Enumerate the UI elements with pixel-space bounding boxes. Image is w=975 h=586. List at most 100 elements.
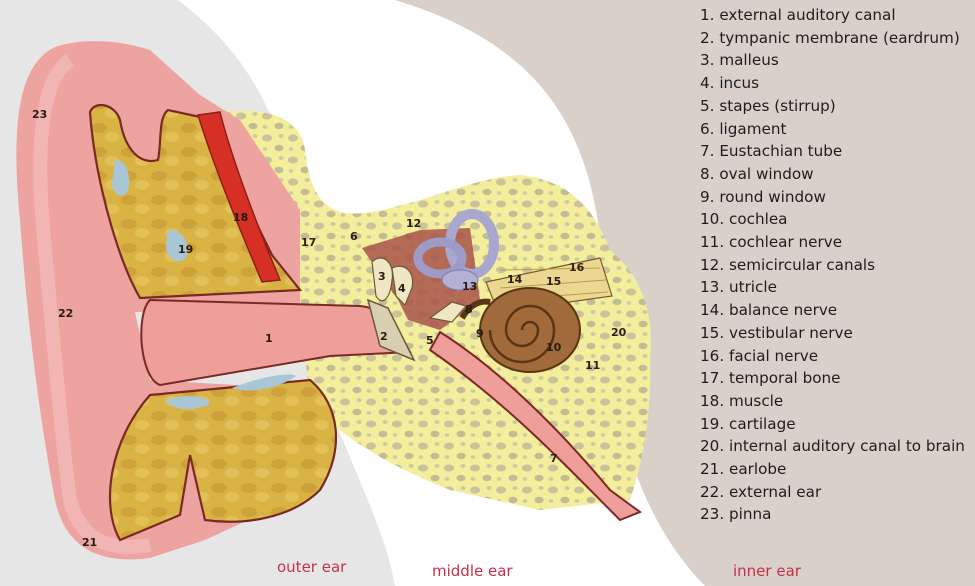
marker-13: 13 bbox=[462, 280, 477, 293]
cartilage-lower bbox=[108, 378, 338, 542]
eustachian-tube bbox=[428, 330, 643, 522]
legend-item-number: 2. bbox=[700, 28, 715, 47]
legend-item-number: 11. bbox=[700, 233, 725, 252]
marker-7: 7 bbox=[550, 452, 558, 465]
region-label-middle-ear: middle ear bbox=[432, 562, 513, 580]
legend-item: 19. cartilage bbox=[700, 413, 965, 436]
legend-item-number: 14. bbox=[700, 301, 725, 320]
legend-item: 22. external ear bbox=[700, 481, 965, 504]
legend-item-label: incus bbox=[719, 74, 760, 93]
cartilage-upper bbox=[88, 103, 303, 300]
legend-item-label: malleus bbox=[719, 51, 779, 70]
marker-10: 10 bbox=[546, 341, 562, 354]
legend-item-label: cochlear nerve bbox=[728, 233, 843, 252]
legend-item-label: cartilage bbox=[728, 414, 796, 433]
marker-4: 4 bbox=[398, 282, 406, 295]
incus bbox=[391, 265, 414, 307]
marker-3: 3 bbox=[378, 270, 386, 283]
legend-item-label: oval window bbox=[719, 164, 814, 183]
malleus bbox=[371, 257, 394, 302]
inner-ear-background bbox=[395, 0, 975, 586]
legend-item-label: earlobe bbox=[728, 460, 787, 479]
legend-item-number: 6. bbox=[700, 119, 715, 138]
legend-item-label: tympanic membrane (eardrum) bbox=[719, 28, 960, 47]
cochlea bbox=[479, 287, 581, 373]
tympanic-membrane bbox=[366, 298, 416, 362]
marker-22: 22 bbox=[58, 307, 73, 320]
round-window bbox=[459, 298, 491, 320]
legend-item-label: balance nerve bbox=[728, 301, 838, 320]
legend-item-number: 18. bbox=[700, 391, 725, 410]
legend-item-number: 8. bbox=[700, 164, 715, 183]
legend-item-label: utricle bbox=[728, 278, 777, 297]
cartilage-spot bbox=[112, 159, 130, 196]
muscle bbox=[197, 111, 282, 283]
legend-item-label: round window bbox=[719, 187, 826, 206]
legend-item-number: 15. bbox=[700, 323, 725, 342]
marker-8: 8 bbox=[465, 303, 473, 316]
legend-item-label: temporal bone bbox=[728, 369, 841, 388]
legend-item-number: 21. bbox=[700, 460, 725, 479]
stapes bbox=[428, 301, 468, 323]
marker-18: 18 bbox=[233, 211, 248, 224]
cartilage-spot bbox=[232, 374, 296, 391]
legend-item-number: 1. bbox=[700, 6, 715, 24]
legend-item: 11. cochlear nerve bbox=[700, 231, 965, 254]
marker-5: 5 bbox=[426, 334, 434, 347]
legend-item-number: 7. bbox=[700, 142, 715, 161]
legend-item-label: external ear bbox=[728, 482, 822, 501]
legend-item-number: 12. bbox=[700, 255, 725, 274]
region-label-inner-ear: inner ear bbox=[733, 562, 802, 580]
utricle bbox=[441, 269, 479, 291]
marker-2: 2 bbox=[380, 330, 388, 343]
legend-item-number: 23. bbox=[700, 505, 725, 524]
legend-item: 21. earlobe bbox=[700, 458, 965, 481]
marker-20: 20 bbox=[611, 326, 627, 339]
legend-item-number: 22. bbox=[700, 482, 725, 501]
marker-16: 16 bbox=[569, 261, 585, 274]
marker-12: 12 bbox=[406, 217, 421, 230]
legend-item: 8. oval window bbox=[700, 163, 965, 186]
legend-item-number: 5. bbox=[700, 96, 715, 115]
legend-item-number: 16. bbox=[700, 346, 725, 365]
legend-item-label: external auditory canal bbox=[719, 6, 896, 24]
legend-item-number: 13. bbox=[700, 278, 725, 297]
legend-item: 9. round window bbox=[700, 186, 965, 209]
cochlea-spiral bbox=[488, 304, 556, 364]
legend-item: 20. internal auditory canal to brain bbox=[700, 435, 965, 458]
legend-item-label: vestibular nerve bbox=[728, 323, 853, 342]
marker-6: 6 bbox=[350, 230, 358, 243]
legend-item-label: cochlea bbox=[728, 210, 788, 229]
marker-23: 23 bbox=[32, 108, 47, 121]
legend-item: 7. Eustachian tube bbox=[700, 140, 965, 163]
legend-item: 17. temporal bone bbox=[700, 367, 965, 390]
legend-item: 18. muscle bbox=[700, 390, 965, 413]
legend-item-label: facial nerve bbox=[728, 346, 819, 365]
legend-item: 12. semicircular canals bbox=[700, 254, 965, 277]
legend-item: 15. vestibular nerve bbox=[700, 322, 965, 345]
cartilage-spot bbox=[166, 229, 188, 262]
marker-11: 11 bbox=[585, 359, 600, 372]
legend-item: 23. pinna bbox=[700, 503, 965, 526]
legend-item: 5. stapes (stirrup) bbox=[700, 95, 965, 118]
legend-item-number: 9. bbox=[700, 187, 715, 206]
pinna-highlight bbox=[33, 54, 152, 554]
legend-item-label: internal auditory canal to brain bbox=[728, 437, 965, 456]
legend-item-number: 4. bbox=[700, 74, 715, 93]
legend-item-label: stapes (stirrup) bbox=[719, 96, 836, 115]
legend-item: 10. cochlea bbox=[700, 208, 965, 231]
legend-item-number: 10. bbox=[700, 210, 725, 229]
legend-item-label: pinna bbox=[728, 505, 772, 524]
legend-item: 16. facial nerve bbox=[700, 345, 965, 368]
legend-item: 3. malleus bbox=[700, 49, 965, 72]
legend-item-label: semicircular canals bbox=[728, 255, 876, 274]
marker-15: 15 bbox=[546, 275, 561, 288]
region-label-outer-ear: outer ear bbox=[277, 558, 347, 576]
marker-1: 1 bbox=[265, 332, 273, 345]
legend-item-label: muscle bbox=[728, 391, 784, 410]
legend-item: 4. incus bbox=[700, 72, 965, 95]
legend-item-number: 3. bbox=[700, 51, 715, 70]
